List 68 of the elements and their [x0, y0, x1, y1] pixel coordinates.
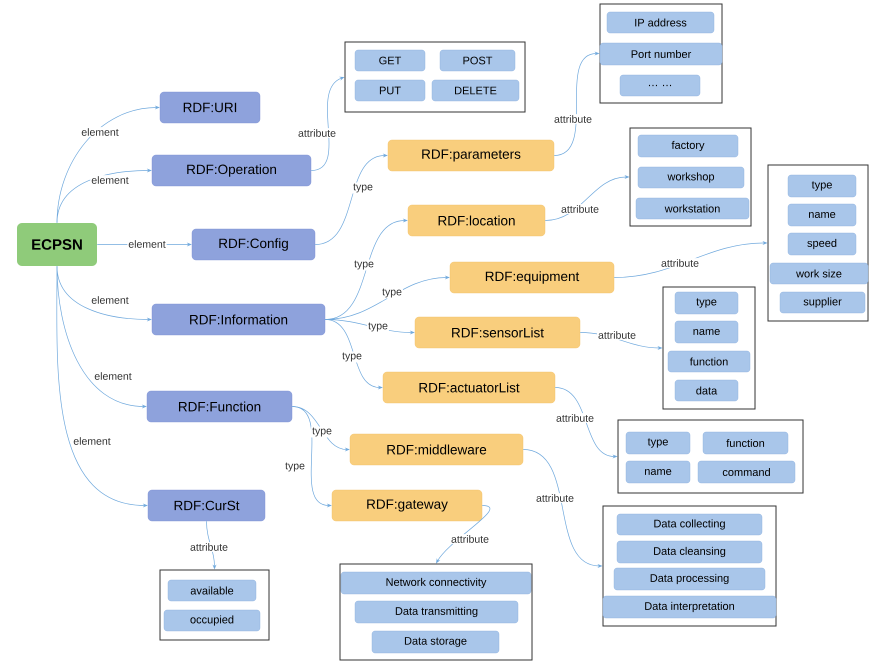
- edge-label: attribute: [555, 413, 595, 423]
- edge-label: element: [72, 436, 112, 446]
- edge-label: type: [353, 260, 375, 270]
- edge-label: attribute: [297, 128, 337, 138]
- element-box: RDF:URI: [160, 92, 260, 124]
- value-box: … …: [620, 74, 700, 96]
- edge-label: element: [90, 175, 130, 185]
- value-box: type: [674, 292, 738, 314]
- value-box: speed: [788, 232, 856, 256]
- element-box: RDF:Config: [192, 228, 316, 260]
- edge-label: attribute: [450, 534, 490, 544]
- edge-label: attribute: [597, 330, 637, 340]
- edge-label: type: [311, 426, 333, 438]
- value-box: work size: [770, 262, 868, 284]
- value-box: function: [668, 350, 750, 372]
- type-box: RDF:actuatorList: [382, 372, 556, 404]
- type-box: RDF:sensorList: [414, 316, 580, 348]
- value-box: Data transmitting: [354, 600, 518, 624]
- edge-label: attribute: [553, 114, 593, 124]
- type-box: RDF:gateway: [332, 490, 482, 522]
- element-box: RDF:Operation: [152, 154, 312, 186]
- value-box: name: [674, 320, 738, 344]
- element-box: RDF:Information: [152, 304, 326, 336]
- value-box: Port number: [600, 42, 722, 66]
- element-box: RDF:CurSt: [148, 490, 266, 522]
- value-box: factory: [638, 134, 738, 158]
- value-box: GET: [354, 50, 426, 72]
- edge-label: element: [127, 239, 167, 249]
- edge-label: attribute: [560, 204, 600, 214]
- type-box: RDF:equipment: [450, 262, 614, 294]
- value-box: DELETE: [432, 80, 520, 102]
- edge-label: attribute: [535, 493, 575, 503]
- value-box: name: [788, 204, 856, 226]
- value-box: occupied: [164, 610, 260, 632]
- value-box: Data collecting: [616, 514, 762, 536]
- value-box: command: [698, 460, 796, 484]
- root-box: ECPSN: [17, 223, 97, 266]
- edge-label: type: [341, 352, 363, 362]
- value-box: name: [626, 460, 690, 484]
- value-box: Network connectivity: [340, 572, 532, 594]
- type-box: RDF:parameters: [388, 140, 554, 172]
- value-box: PUT: [354, 80, 426, 102]
- type-box: RDF:middleware: [350, 434, 524, 466]
- edge-label: element: [80, 127, 120, 137]
- edge-label: attribute: [189, 542, 229, 552]
- value-box: function: [702, 432, 788, 454]
- edge-label: element: [90, 295, 130, 305]
- value-box: Data cleansing: [616, 540, 762, 564]
- value-box: workstation: [636, 198, 750, 220]
- type-box: RDF:location: [408, 204, 546, 236]
- edge-label: type: [381, 288, 403, 298]
- value-box: IP address: [606, 12, 714, 34]
- value-box: Data storage: [372, 630, 500, 654]
- value-box: workshop: [638, 166, 744, 188]
- edge-label: type: [284, 462, 306, 472]
- value-box: type: [626, 432, 690, 454]
- value-box: Data processing: [614, 568, 766, 590]
- edge-label: element: [93, 371, 133, 381]
- value-box: POST: [440, 50, 516, 72]
- value-box: type: [788, 174, 856, 198]
- value-box: available: [168, 580, 256, 602]
- value-box: supplier: [780, 292, 866, 314]
- edge-label: type: [352, 182, 374, 194]
- edge-label: type: [367, 322, 389, 332]
- element-box: RDF:Function: [146, 390, 292, 422]
- value-box: data: [674, 380, 738, 402]
- value-box: Data interpretation: [602, 596, 776, 618]
- edge-label: attribute: [660, 258, 700, 268]
